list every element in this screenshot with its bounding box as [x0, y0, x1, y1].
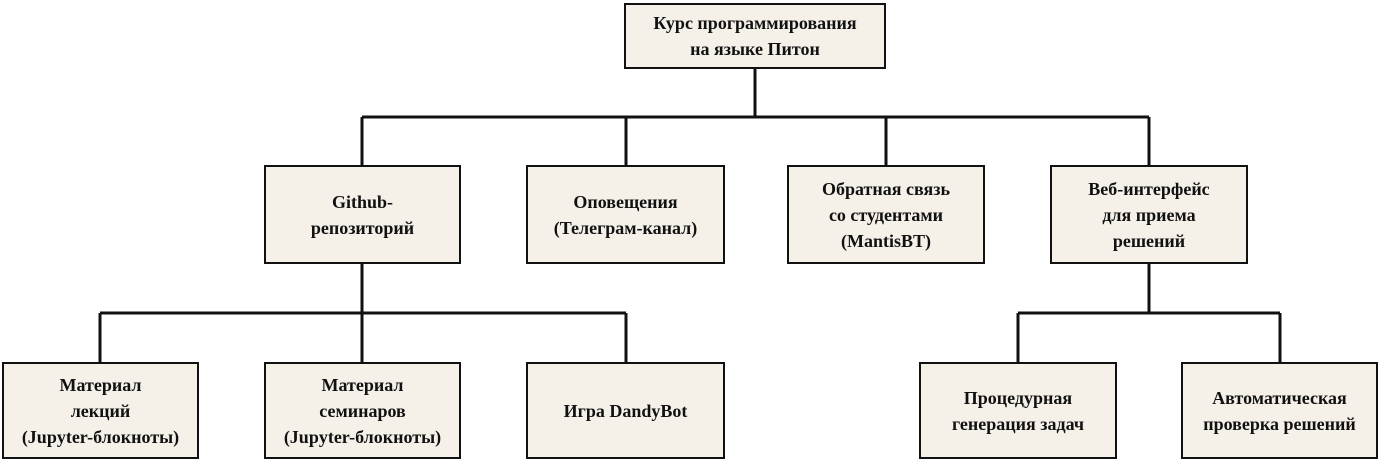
- node-auto-check-label: Автоматическая проверка решений: [1203, 387, 1356, 434]
- node-feedback-label: Обратная связь со студентами (MantisBT): [822, 178, 950, 251]
- root-node: Курс программирования на языке Питон: [624, 3, 886, 69]
- node-auto-check: Автоматическая проверка решений: [1181, 362, 1378, 459]
- node-dandybot-game: Игра DandyBot: [526, 362, 725, 459]
- node-lectures-label: Материал лекций (Jupyter-блокноты): [21, 374, 180, 447]
- node-dandybot-game-label: Игра DandyBot: [563, 400, 688, 421]
- node-seminars-label: Материал семинаров (Jupyter-блокноты): [283, 374, 442, 447]
- node-procedural-generation-label: Процедурная генерация задач: [951, 387, 1085, 434]
- node-notifications-label: Оповещения (Телеграм-канал): [553, 191, 698, 238]
- node-github-repo-label: Github- репозиторий: [310, 191, 415, 238]
- node-feedback: Обратная связь со студентами (MantisBT): [787, 165, 985, 264]
- node-seminars: Материал семинаров (Jupyter-блокноты): [264, 362, 461, 459]
- node-web-interface: Веб-интерфейс для приема решений: [1050, 165, 1248, 264]
- node-github-repo: Github- репозиторий: [264, 165, 461, 264]
- node-web-interface-label: Веб-интерфейс для приема решений: [1088, 178, 1210, 251]
- root-node-label: Курс программирования на языке Питон: [653, 13, 857, 59]
- node-lectures: Материал лекций (Jupyter-блокноты): [2, 362, 199, 459]
- node-procedural-generation: Процедурная генерация задач: [919, 362, 1117, 459]
- node-notifications: Оповещения (Телеграм-канал): [526, 165, 725, 264]
